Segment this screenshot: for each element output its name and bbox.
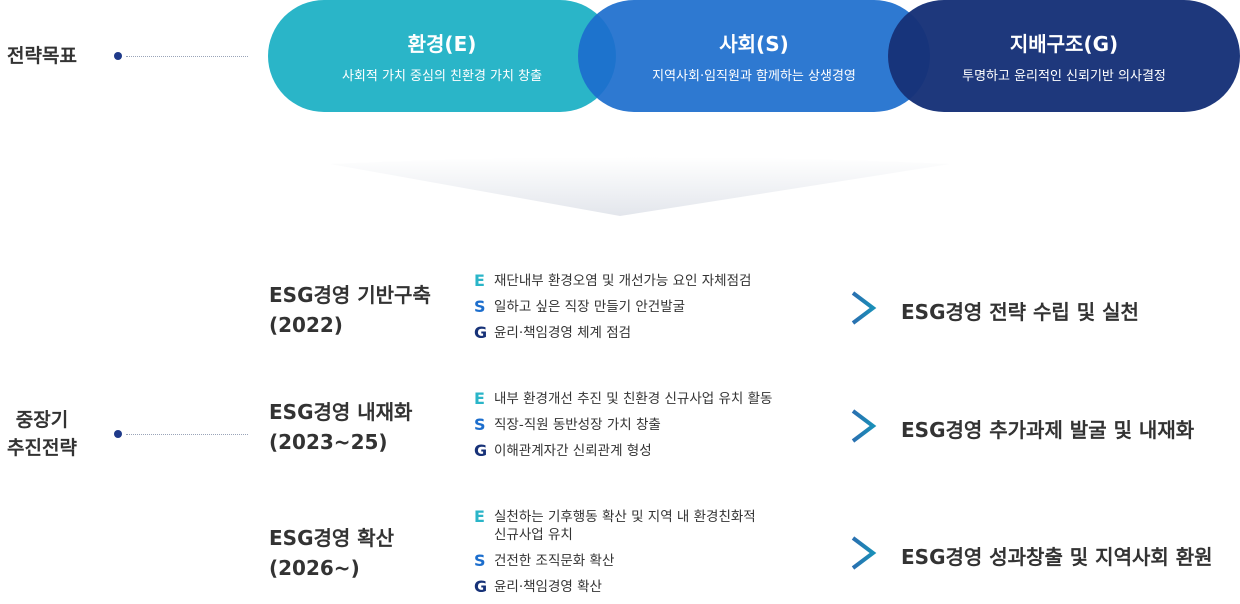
item-text: 내부 환경개선 추진 및 친환경 신규사업 유치 활동: [494, 391, 773, 407]
list-item: G 이해관계자간 신뢰관계 형성: [474, 442, 804, 460]
phase-period: (2026~): [269, 556, 360, 580]
category-letter: G: [474, 323, 488, 342]
phase-name: ESG경영 확산: [269, 526, 395, 550]
pillar-subtitle: 지역사회·임직원과 함께하는 상생경영: [652, 69, 856, 84]
pillar-environment: 환경(E) 사회적 가치 중심의 친환경 가치 창출: [268, 0, 616, 112]
list-item: G 윤리·책임경영 확산: [474, 578, 804, 596]
funnel-pointer-icon: [330, 157, 950, 216]
pillar-subtitle: 투명하고 윤리적인 신뢰기반 의사결정: [962, 69, 1166, 84]
phase-items: E 내부 환경개선 추진 및 친환경 신규사업 유치 활동 S 직장-직원 동반성장…: [474, 390, 804, 468]
category-letter: E: [474, 507, 485, 526]
item-text: 윤리·책임경영 체계 점검: [494, 325, 632, 341]
item-text: 윤리·책임경영 확산: [494, 579, 602, 595]
list-item: S 일하고 싶은 직장 만들기 안건발굴: [474, 298, 804, 316]
bullet-dot-icon: [114, 430, 122, 438]
strategic-goal-label: 전략목표: [7, 45, 77, 67]
item-text: 직장-직원 동반성장 가치 창출: [494, 417, 661, 433]
pillar-title: 사회(S): [719, 32, 789, 56]
dotted-connector: [126, 56, 248, 57]
item-text: 일하고 싶은 직장 만들기 안건발굴: [494, 299, 686, 315]
phase-result: ESG경영 전략 수립 및 실천: [901, 300, 1139, 324]
phase-name: ESG경영 내재화: [269, 400, 413, 424]
item-text: 이해관계자간 신뢰관계 형성: [494, 443, 652, 459]
category-letter: G: [474, 441, 488, 460]
category-letter: S: [474, 551, 486, 570]
phase-name: ESG경영 기반구축: [269, 283, 431, 307]
category-letter: E: [474, 271, 485, 290]
list-item: S 건전한 조직문화 확산: [474, 552, 804, 570]
item-text: 건전한 조직문화 확산: [494, 553, 615, 569]
list-item: G 윤리·책임경영 체계 점검: [474, 324, 804, 342]
midterm-label: 중장기 추진전략: [0, 406, 84, 462]
list-item: E 내부 환경개선 추진 및 친환경 신규사업 유치 활동: [474, 390, 804, 408]
pillar-social: 사회(S) 지역사회·임직원과 함께하는 상생경영: [578, 0, 930, 112]
phase-period: (2022): [269, 313, 343, 337]
category-letter: G: [474, 577, 488, 596]
list-item: S 직장-직원 동반성장 가치 창출: [474, 416, 804, 434]
phase-title: ESG경영 기반구축 (2022): [269, 280, 431, 340]
phase-result: ESG경영 추가과제 발굴 및 내재화: [901, 418, 1195, 442]
list-item: E 재단내부 환경오염 및 개선가능 요인 자체점검: [474, 272, 804, 290]
category-letter: S: [474, 297, 486, 316]
pillar-governance: 지배구조(G) 투명하고 윤리적인 신뢰기반 의사결정: [888, 0, 1240, 112]
item-text-line: 신규사업 유치: [494, 527, 573, 543]
midterm-label-line1: 중장기: [15, 409, 69, 431]
pillar-title: 환경(E): [407, 32, 477, 56]
pillar-subtitle: 사회적 가치 중심의 친환경 가치 창출: [341, 69, 543, 84]
arrow-right-icon: [805, 291, 877, 325]
category-letter: S: [474, 415, 486, 434]
item-text-line: 실천하는 기후행동 확산 및 지역 내 환경친화적: [494, 509, 756, 525]
arrow-right-icon: [805, 536, 877, 570]
arrow-right-icon: [805, 409, 877, 443]
phase-result: ESG경영 성과창출 및 지역사회 환원: [901, 545, 1213, 569]
phase-items: E 재단내부 환경오염 및 개선가능 요인 자체점검 S 일하고 싶은 직장 만들기…: [474, 272, 804, 350]
category-letter: E: [474, 389, 485, 408]
phase-period: (2023~25): [269, 430, 388, 454]
item-text: 재단내부 환경오염 및 개선가능 요인 자체점검: [494, 273, 752, 289]
pillar-title: 지배구조(G): [1009, 32, 1119, 56]
bullet-dot-icon: [114, 52, 122, 60]
phase-title: ESG경영 확산 (2026~): [269, 523, 394, 583]
dotted-connector: [126, 434, 248, 435]
phase-title: ESG경영 내재화 (2023~25): [269, 397, 412, 457]
midterm-label-line2: 추진전략: [7, 437, 77, 459]
